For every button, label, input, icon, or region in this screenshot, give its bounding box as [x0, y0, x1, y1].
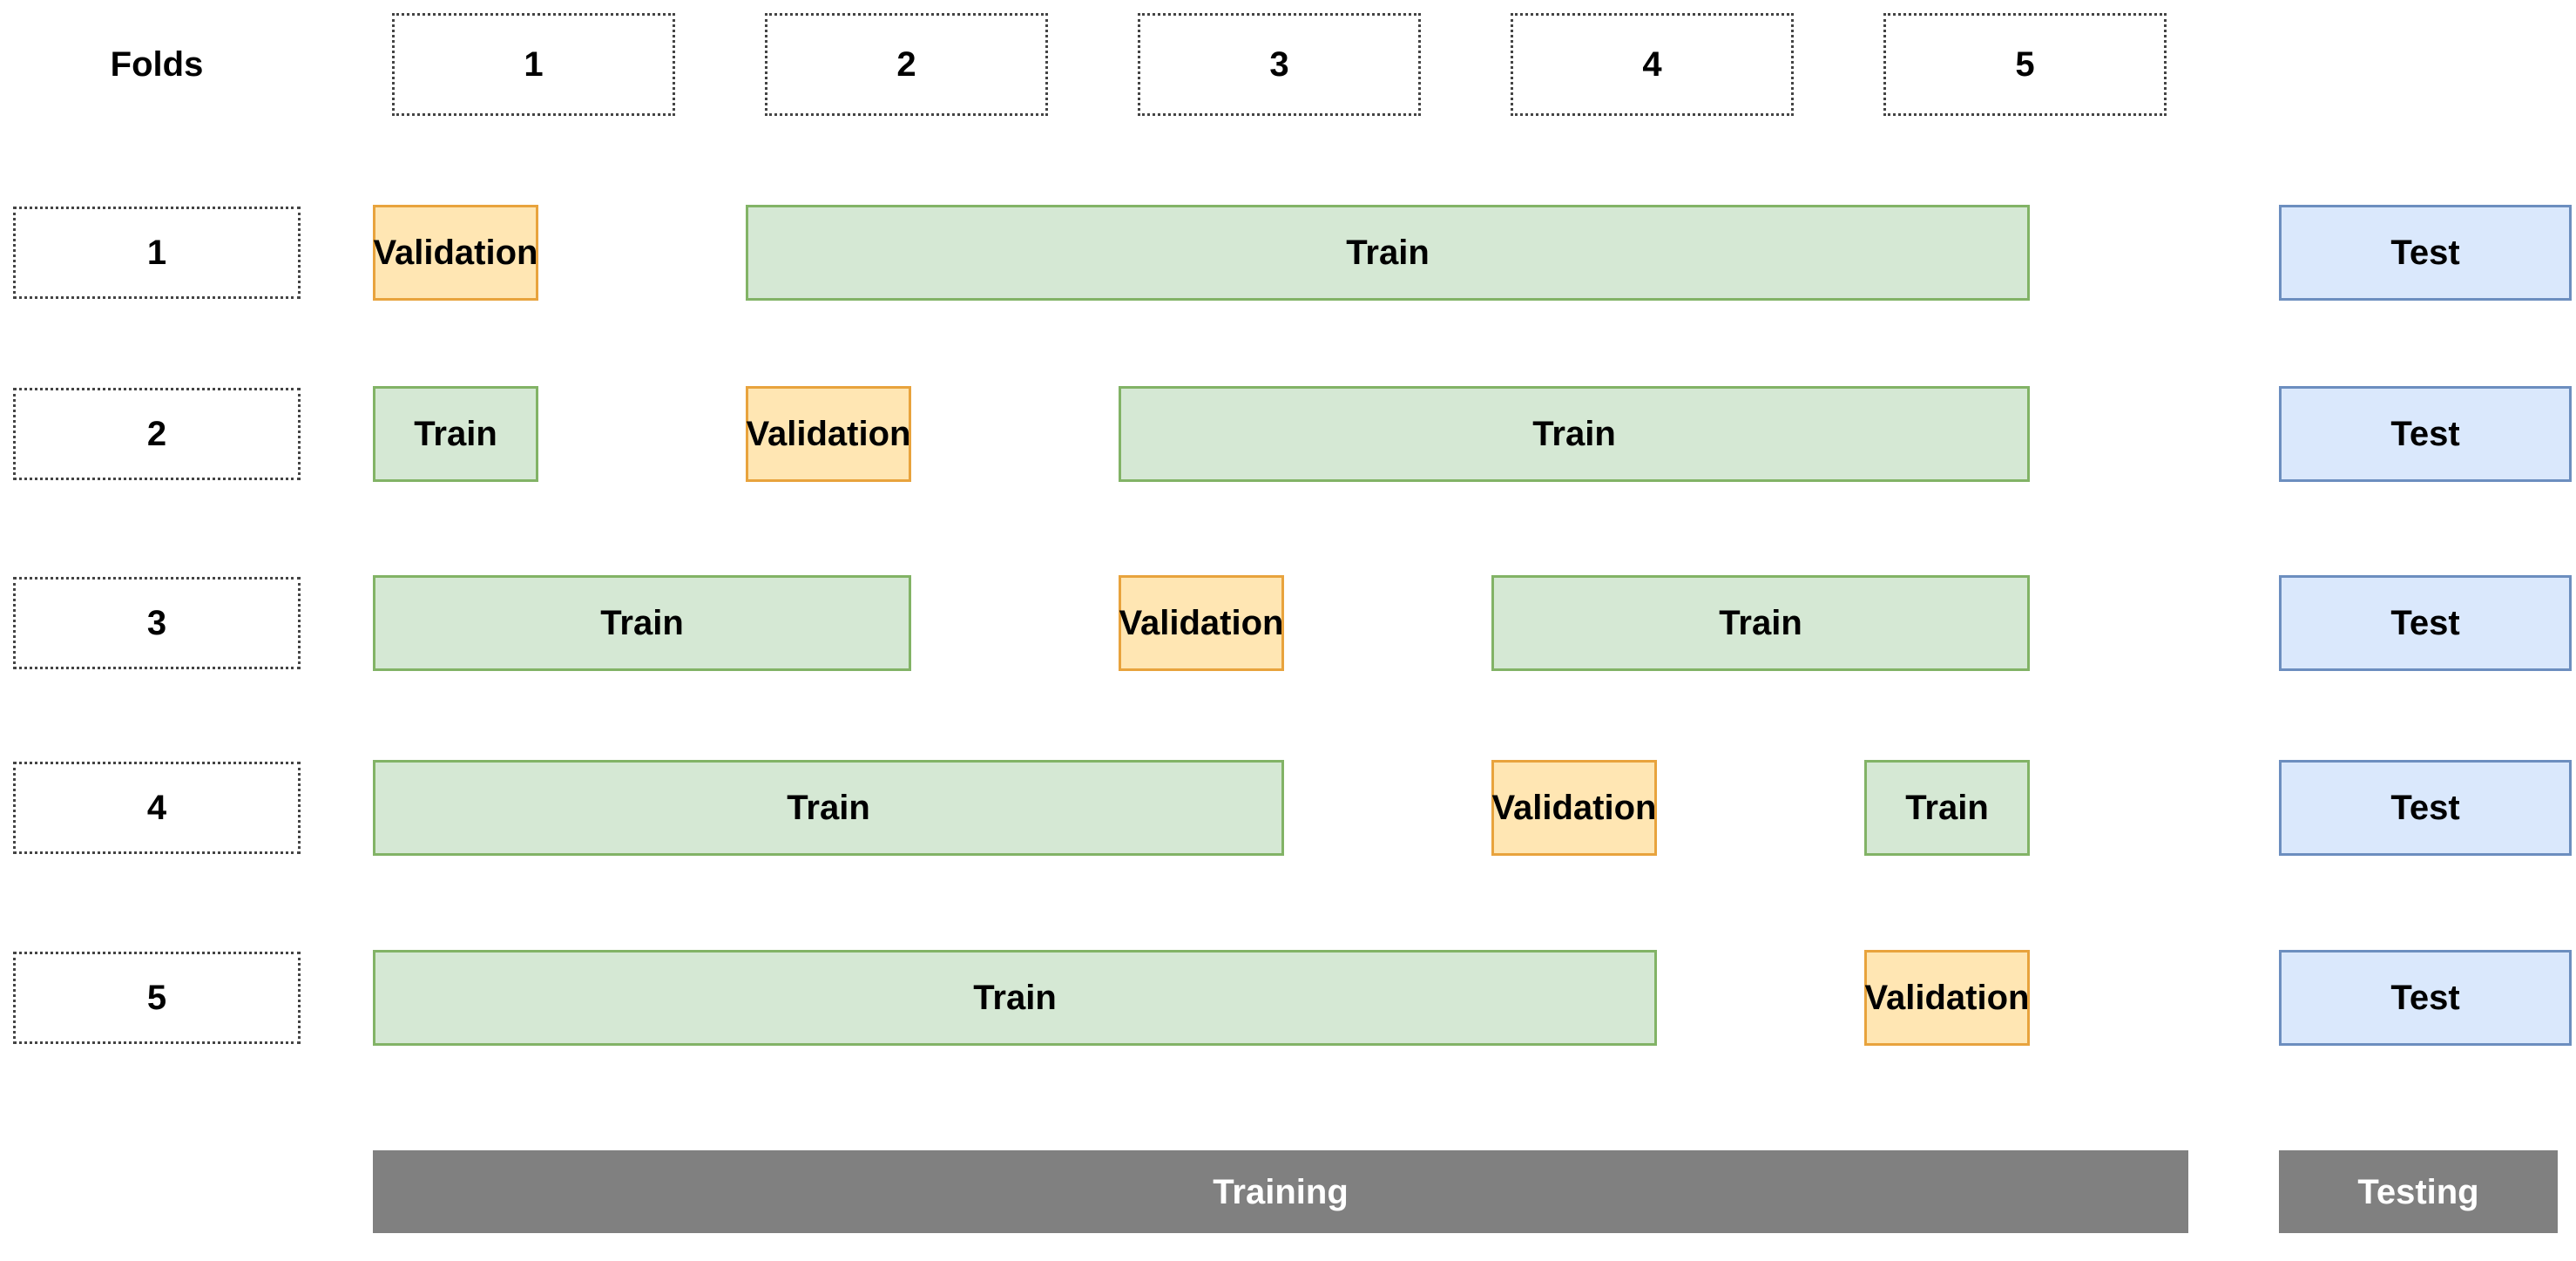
- test-block-row-5: Test: [2279, 950, 2572, 1046]
- fold-block-label: Train: [1719, 604, 1802, 642]
- fold-block-train-r5-1: Train: [373, 950, 1657, 1046]
- test-block-label: Test: [2390, 415, 2460, 453]
- fold-block-label: Validation: [1491, 789, 1657, 827]
- test-block-row-4: Test: [2279, 760, 2572, 856]
- test-block-row-3: Test: [2279, 575, 2572, 671]
- fold-block-validation-r4-2: Validation: [1491, 760, 1657, 856]
- fold-block-label: Train: [600, 604, 684, 642]
- fold-block-train-r2-1: Train: [373, 386, 538, 482]
- test-block-label: Test: [2390, 979, 2460, 1017]
- fold-block-label: Train: [414, 415, 497, 453]
- test-block-label: Test: [2390, 604, 2460, 642]
- fold-block-train-r2-3: Train: [1119, 386, 2030, 482]
- test-block-label: Test: [2390, 789, 2460, 827]
- fold-block-train-r3-1: Train: [373, 575, 911, 671]
- row-index-box-1: 1: [13, 207, 301, 299]
- fold-block-label: Train: [787, 789, 870, 827]
- fold-header-box-5: 5: [1883, 13, 2167, 116]
- row-index-label: 4: [146, 789, 167, 827]
- fold-block-train-r4-3: Train: [1864, 760, 2030, 856]
- row-index-label: 2: [146, 415, 167, 453]
- fold-header-label: 5: [2015, 45, 2035, 84]
- row-index-box-2: 2: [13, 388, 301, 480]
- row-index-label: 3: [146, 604, 167, 642]
- test-block-row-1: Test: [2279, 205, 2572, 301]
- fold-header-box-3: 3: [1138, 13, 1421, 116]
- fold-header-label: 3: [1269, 45, 1289, 84]
- row-index-label: 1: [146, 234, 167, 272]
- fold-block-label: Validation: [746, 415, 911, 453]
- fold-block-label: Train: [973, 979, 1057, 1017]
- row-index-label: 5: [146, 979, 167, 1017]
- test-block-label: Test: [2390, 234, 2460, 272]
- fold-block-train-r3-3: Train: [1491, 575, 2030, 671]
- row-index-box-4: 4: [13, 762, 301, 854]
- fold-block-validation-r3-2: Validation: [1119, 575, 1284, 671]
- fold-block-label: Validation: [373, 234, 538, 272]
- fold-block-label: Train: [1346, 234, 1430, 272]
- fold-block-label: Train: [1905, 789, 1989, 827]
- test-block-row-2: Test: [2279, 386, 2572, 482]
- fold-block-train-r1-2: Train: [746, 205, 2030, 301]
- fold-block-label: Validation: [1119, 604, 1284, 642]
- fold-block-validation-r1-1: Validation: [373, 205, 538, 301]
- fold-header-label: 4: [1642, 45, 1662, 84]
- fold-header-label: 1: [524, 45, 544, 84]
- fold-block-label: Validation: [1864, 979, 2030, 1017]
- fold-block-train-r4-1: Train: [373, 760, 1284, 856]
- fold-header-box-2: 2: [765, 13, 1048, 116]
- fold-block-label: Train: [1532, 415, 1616, 453]
- fold-header-label: 2: [896, 45, 916, 84]
- row-index-box-5: 5: [13, 952, 301, 1044]
- fold-block-validation-r2-2: Validation: [746, 386, 911, 482]
- fold-block-validation-r5-2: Validation: [1864, 950, 2030, 1046]
- row-index-box-3: 3: [13, 577, 301, 669]
- training-summary-bar: Training: [373, 1150, 2188, 1233]
- folds-caption: Folds: [110, 45, 204, 84]
- testing-summary-bar: Testing: [2279, 1150, 2558, 1233]
- fold-header-box-4: 4: [1511, 13, 1794, 116]
- fold-header-box-1: 1: [392, 13, 675, 116]
